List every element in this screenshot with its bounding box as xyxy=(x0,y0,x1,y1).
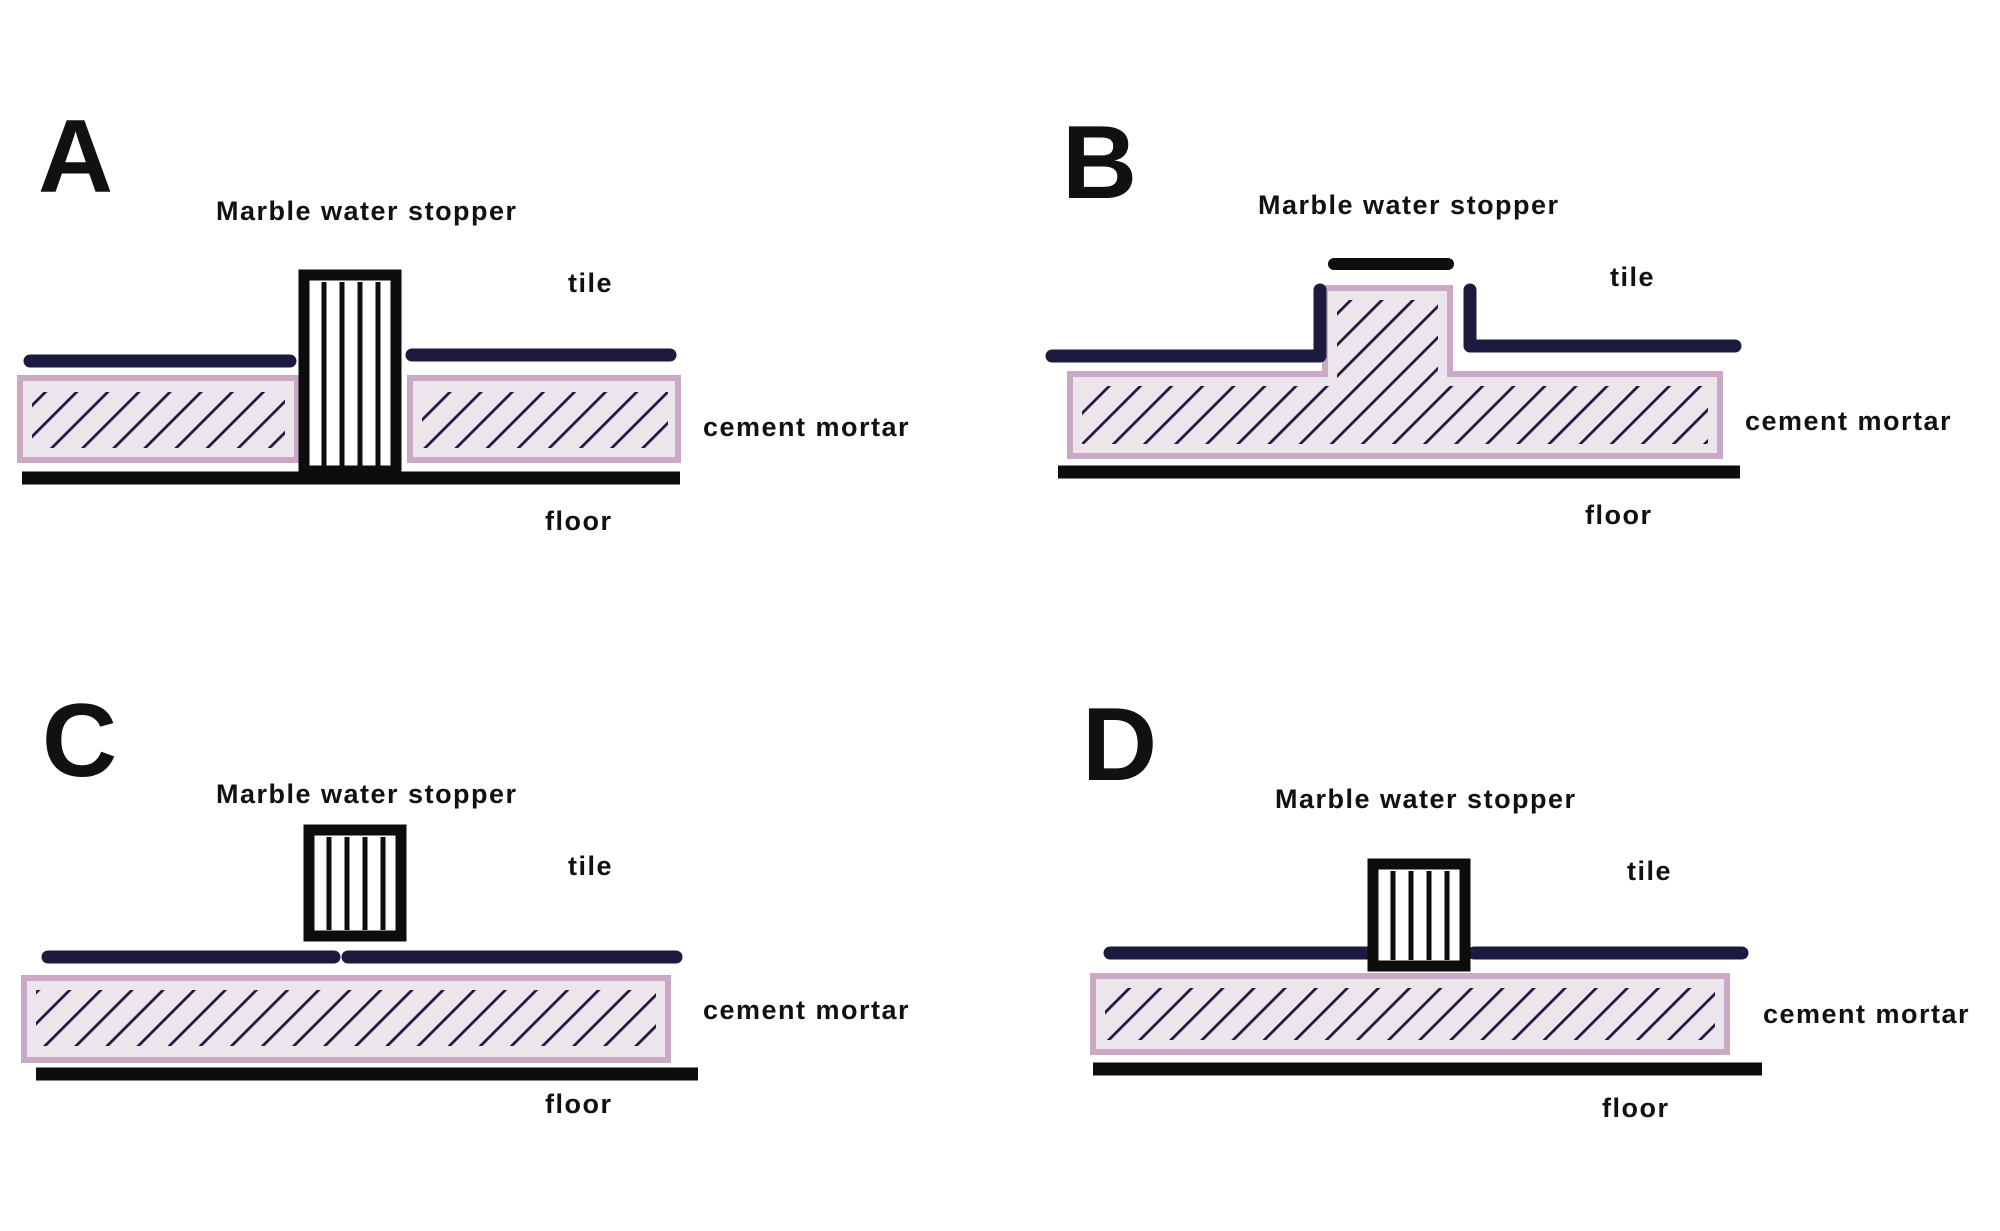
floor-label: floor xyxy=(1602,1093,1670,1123)
mortar-label: cement mortar xyxy=(1745,406,1952,436)
panel-a: A Marble water stopper tile cement morta… xyxy=(17,99,910,536)
panel-letter: A xyxy=(38,99,113,215)
tile-label: tile xyxy=(1610,262,1655,292)
stopper-label: Marble water stopper xyxy=(216,779,518,809)
panel-c: C Marble water stopper tile cement morta… xyxy=(21,683,910,1119)
mortar-label: cement mortar xyxy=(1763,999,1970,1029)
floor-label: floor xyxy=(545,506,613,536)
stopper-label: Marble water stopper xyxy=(1258,190,1560,220)
panel-d: D Marble water stopper tile cement morta… xyxy=(1082,687,1970,1123)
tile-layer xyxy=(23,348,677,368)
cement-mortar-layer xyxy=(21,975,671,1063)
mortar-label: cement mortar xyxy=(703,995,910,1025)
tile-layer xyxy=(1045,283,1742,363)
floor-label: floor xyxy=(545,1089,613,1119)
cement-mortar-layer xyxy=(17,375,681,463)
panel-letter: B xyxy=(1062,105,1137,221)
cement-mortar-layer xyxy=(1090,973,1730,1055)
marble-water-stopper xyxy=(303,824,407,942)
marble-water-stopper xyxy=(298,269,402,477)
stopper-label: Marble water stopper xyxy=(216,196,518,226)
panel-letter: C xyxy=(42,683,117,799)
panel-letter: D xyxy=(1082,687,1157,803)
tile-label: tile xyxy=(568,268,613,298)
stopper-label: Marble water stopper xyxy=(1275,784,1577,814)
tile-label: tile xyxy=(568,851,613,881)
marble-water-stopper xyxy=(1367,858,1471,972)
floor-label: floor xyxy=(1585,500,1653,530)
panel-b: B Marble water stopper tile cement morta… xyxy=(1045,105,1952,530)
tile-label: tile xyxy=(1627,856,1672,886)
mortar-label: cement mortar xyxy=(703,412,910,442)
cement-mortar-layer xyxy=(1067,285,1723,459)
